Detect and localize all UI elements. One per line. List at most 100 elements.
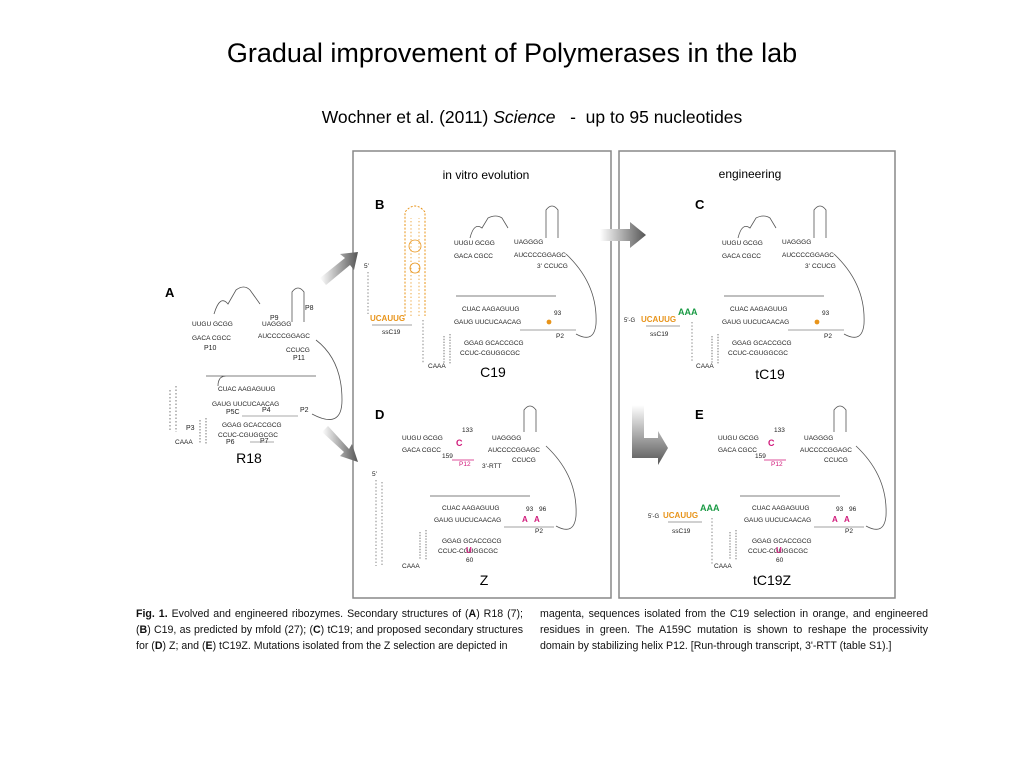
seq-e-upper-2: GACA CGCC bbox=[718, 447, 757, 454]
b-p2: P2 bbox=[556, 333, 564, 340]
engineering-frame bbox=[618, 150, 896, 599]
caption-fragment: B bbox=[139, 624, 148, 636]
e-p2: P2 bbox=[845, 528, 853, 535]
seq-e-p11: AUCCCCGGAGC bbox=[800, 447, 852, 454]
seq-b-upper-2: GACA CGCC bbox=[454, 253, 493, 260]
seq-c-p11b: CCUCG bbox=[812, 263, 836, 270]
figure-caption-left: Fig. 1. Evolved and engineered ribozymes… bbox=[136, 606, 523, 654]
panel-letter-a: A bbox=[165, 285, 175, 300]
d-n60: 60 bbox=[466, 557, 474, 564]
engineering-label: engineering bbox=[719, 167, 782, 181]
d-n133: 133 bbox=[462, 427, 473, 434]
seq-a-p9: UAGGGG bbox=[262, 321, 291, 328]
e-n93: 93 bbox=[836, 506, 844, 513]
seq-e-green: AAA bbox=[700, 503, 720, 513]
caption-fragment: Fig. 1. bbox=[136, 608, 168, 620]
structure-tc19: 5'-G UCAUUG AAA ssC19 UUGU GCGG GACA CGC… bbox=[624, 205, 865, 370]
subtitle-authors: Wochner et al. (2011) bbox=[321, 107, 494, 127]
d-p2: P2 bbox=[535, 528, 543, 535]
seq-d-upper-2: GACA CGCC bbox=[402, 447, 441, 454]
seq-d-lower2: GAUG UUCUCAACAG bbox=[434, 517, 501, 524]
seq-e-lower2: GAUG UUCUCAACAG bbox=[744, 517, 811, 524]
panel-name-tc19z: tC19Z bbox=[753, 572, 792, 588]
b-n93: 93 bbox=[554, 310, 562, 317]
seq-e-p9: UAGGGG bbox=[804, 435, 833, 442]
panel-letter-b: B bbox=[375, 197, 384, 212]
helix-a-p8: P8 bbox=[305, 305, 314, 312]
arrow-b-to-c bbox=[600, 222, 646, 248]
seq-d-lower: CUAC AAGAGUUG bbox=[442, 505, 499, 512]
helix-a-p4: P4 bbox=[262, 407, 271, 414]
seq-d-p9: UAGGGG bbox=[492, 435, 521, 442]
caption-fragment: ) tC19; and proposed secondary structure… bbox=[136, 624, 523, 652]
c-p2: P2 bbox=[824, 333, 832, 340]
seq-a-tail: CAAA bbox=[175, 439, 193, 446]
seq-d-upper-1: UUGU GCGG bbox=[402, 435, 443, 442]
panel-letter-e: E bbox=[695, 407, 704, 422]
helix-a-p3: P3 bbox=[186, 425, 195, 432]
seq-b-p9: UAGGGG bbox=[514, 239, 543, 246]
seq-c-p7: CCUC-CGUGGCGC bbox=[728, 350, 788, 357]
arrow-c-to-e bbox=[632, 405, 668, 465]
panel-letter-c: C bbox=[695, 197, 705, 212]
b-three-prime: 3' bbox=[537, 263, 542, 270]
e-n60: 60 bbox=[776, 557, 784, 564]
seq-a-p7: CCUC-CGUGGCGC bbox=[218, 432, 278, 439]
subtitle-journal: Science bbox=[493, 107, 556, 127]
e-n133: 133 bbox=[774, 427, 785, 434]
seq-b-tail: CAAA bbox=[428, 363, 446, 370]
svg-text:A: A bbox=[534, 515, 540, 524]
c-ssc19-label: ssC19 bbox=[650, 331, 669, 338]
structure-z: UUGU GCGG GACA CGCC 133 159 P12 C UAGGGG… bbox=[372, 405, 577, 570]
seq-e-tail: CAAA bbox=[714, 563, 732, 570]
seq-b-lower: CUAC AAGAGUUG bbox=[462, 306, 519, 313]
svg-text:A: A bbox=[832, 515, 838, 524]
seq-d-p6: GGAG GCACCGCG bbox=[442, 538, 502, 545]
helix-a-p11: P11 bbox=[293, 355, 305, 362]
seq-c-lower2: GAUG UUCUCAACAG bbox=[722, 319, 789, 326]
seq-b-p11: AUCCCCGGAGC bbox=[514, 252, 566, 259]
helix-a-p6: P6 bbox=[226, 439, 235, 446]
seq-e-lower: CUAC AAGAGUUG bbox=[752, 505, 809, 512]
svg-text:U: U bbox=[466, 546, 472, 555]
seq-b-insert: UCAUUG bbox=[370, 314, 405, 323]
slide-subtitle: Wochner et al. (2011) Science - up to 95… bbox=[0, 107, 1024, 128]
panel-letter-d: D bbox=[375, 407, 384, 422]
caption-fragment: D bbox=[154, 640, 163, 652]
panel-name-z: Z bbox=[480, 572, 489, 588]
arrow-a-to-b bbox=[320, 252, 358, 285]
d-n96: 96 bbox=[539, 506, 547, 513]
seq-e-p6: GGAG GCACCGCG bbox=[752, 538, 812, 545]
seq-a-p11: AUCCCCGGAGC bbox=[258, 333, 310, 340]
svg-text:A: A bbox=[844, 515, 850, 524]
structure-c19: UCAUUG 5' ssC19 UUGU GCGG GACA CGCC UAGG… bbox=[364, 205, 597, 370]
seq-a-upper-1: UUGU GCGG bbox=[192, 321, 233, 328]
seq-e-p11b: CCUCG bbox=[824, 457, 848, 464]
seq-c-p9: UAGGGG bbox=[782, 239, 811, 246]
caption-fragment: Evolved and engineered ribozymes. Second… bbox=[167, 608, 469, 620]
e-p12: P12 bbox=[771, 461, 783, 468]
structure-tc19z: UUGU GCGG GACA CGCC 133 159 P12 C UAGGGG… bbox=[648, 405, 887, 570]
svg-text:C: C bbox=[768, 438, 775, 448]
panel-name-tc19: tC19 bbox=[755, 366, 785, 382]
caption-fragment: ) C19, as predicted by mfold (27); ( bbox=[147, 624, 314, 636]
seq-b-upper-1: UUGU GCGG bbox=[454, 240, 495, 247]
subtitle-rest: - up to 95 nucleotides bbox=[555, 107, 743, 127]
caption-fragment: ) tC19Z. Mutations isolated from the Z s… bbox=[212, 640, 508, 652]
seq-c-tail: CAAA bbox=[696, 363, 714, 370]
seq-b-p11b: CCUCG bbox=[544, 263, 568, 270]
seq-b-lower2: GAUG UUCUCAACAG bbox=[454, 319, 521, 326]
in-vitro-frame bbox=[352, 150, 612, 599]
seq-b-p7: CCUC-CGUGGCGC bbox=[460, 350, 520, 357]
helix-a-p9: P9 bbox=[270, 315, 279, 322]
d-n93: 93 bbox=[526, 506, 534, 513]
e-prefix: 5'-G bbox=[648, 514, 659, 520]
seq-c-p11: AUCCCCGGAGC bbox=[782, 252, 834, 259]
b-five-prime: 5' bbox=[364, 263, 369, 270]
seq-c-lower: CUAC AAGAGUUG bbox=[730, 306, 787, 313]
seq-d-p11: AUCCCCGGAGC bbox=[488, 447, 540, 454]
svg-text:U: U bbox=[776, 546, 782, 555]
seq-c-insert: UCAUUG bbox=[641, 315, 676, 324]
seq-c-p6: GGAG GCACCGCG bbox=[732, 340, 792, 347]
